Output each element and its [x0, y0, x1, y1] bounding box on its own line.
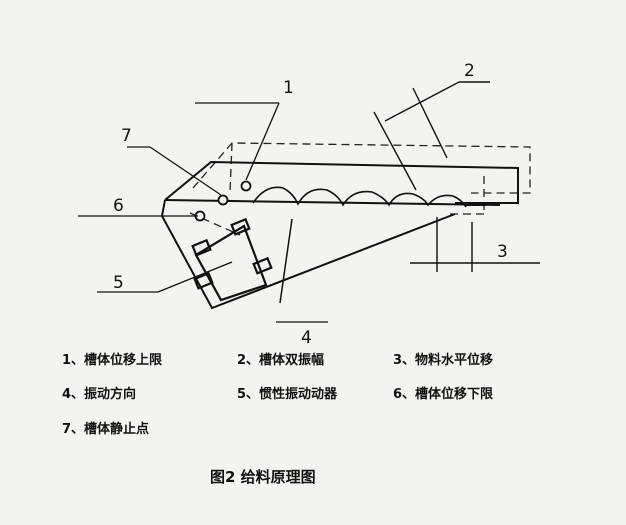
legend-item-6: 6、槽体位移下限 — [393, 386, 494, 402]
leader-lines — [78, 102, 328, 323]
callout-2: 2 — [464, 61, 475, 81]
trough-upper-limit-outline — [192, 142, 531, 194]
callout-5: 5 — [113, 273, 124, 293]
callout-6: 6 — [113, 196, 124, 216]
callout-1: 1 — [283, 78, 294, 98]
trough-body — [160, 160, 519, 310]
callout-3: 3 — [497, 242, 508, 262]
horizontal-displacement-dimension — [410, 217, 540, 272]
trough-lower-limit-outline — [189, 176, 485, 236]
material-throw-arcs — [252, 186, 467, 208]
legend-item-4: 4、振动方向 — [62, 386, 136, 402]
figure-caption: 图2 给料原理图 — [210, 468, 316, 486]
callout-7: 7 — [121, 126, 132, 146]
legend-item-2: 2、槽体双振幅 — [237, 352, 324, 368]
inertia-exciter — [191, 217, 273, 302]
legend-item-1: 1、槽体位移上限 — [62, 352, 163, 368]
double-amplitude-dimension — [373, 81, 490, 191]
legend-item-7: 7、槽体静止点 — [62, 421, 149, 437]
legend-item-3: 3、物料水平位移 — [393, 352, 493, 368]
legend-item-5: 5、惯性振动动器 — [237, 386, 338, 402]
callout-4: 4 — [301, 328, 312, 348]
vibration-direction-line — [279, 218, 293, 304]
